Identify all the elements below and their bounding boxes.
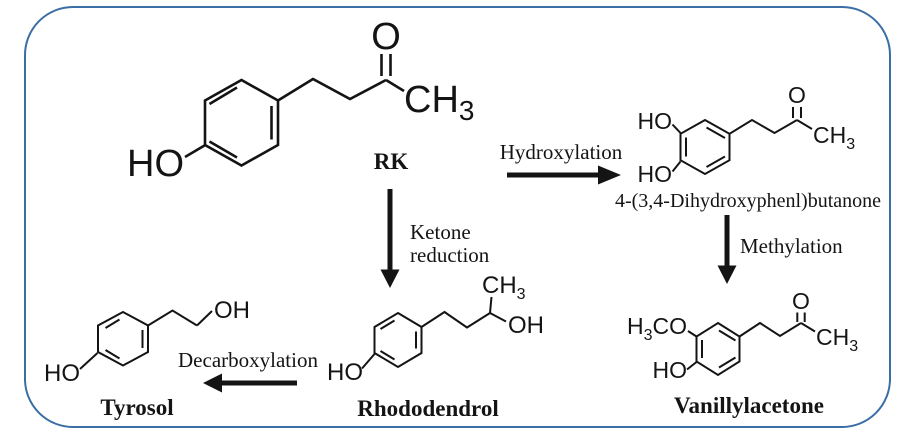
molecule-name-vanillylacetone: Vanillylacetone bbox=[674, 393, 824, 418]
methyl-label: CH3 bbox=[816, 324, 858, 355]
hydroxyl-bottom-label: HO bbox=[638, 161, 673, 187]
methyl-ch: CH bbox=[816, 324, 849, 350]
molecule-name-tyrosol: Tyrosol bbox=[100, 395, 173, 420]
methoxy-co: CO bbox=[653, 313, 688, 339]
bond-lines bbox=[184, 54, 405, 159]
molecule-tyrosol: HO OH Tyrosol bbox=[44, 297, 250, 420]
reaction-label-ketone: Ketone bbox=[410, 220, 471, 244]
arrow-head-left-icon bbox=[203, 373, 222, 393]
hydroxyl-label: HO bbox=[653, 357, 688, 383]
methylation-arrow: Methylation bbox=[717, 215, 843, 284]
methyl-ch: CH bbox=[404, 79, 459, 121]
ketone-oxygen-label: O bbox=[371, 16, 401, 58]
molecule-name-rk: RK bbox=[374, 149, 409, 174]
methyl-subscript: 3 bbox=[849, 338, 858, 355]
benzene-ring bbox=[97, 310, 149, 367]
benzene-ring bbox=[203, 78, 280, 167]
hydroxyl-label: HO bbox=[44, 360, 80, 387]
reaction-label-hydroxylation: Hydroxylation bbox=[500, 140, 623, 164]
methoxy-h: H bbox=[627, 313, 644, 339]
methyl-ch: CH bbox=[813, 122, 846, 148]
alcohol-label: OH bbox=[214, 297, 250, 324]
arrow-head-down-icon bbox=[380, 269, 400, 288]
bond-lines bbox=[79, 309, 213, 370]
hydroxyl-top-label: HO bbox=[638, 108, 673, 134]
alcohol-label: OH bbox=[508, 312, 544, 339]
methyl-label: CH3 bbox=[813, 122, 855, 153]
molecule-dihydroxyphenylbutanone: HO HO O CH3 4-(3,4-Dihydroxyphenl)butano… bbox=[615, 82, 881, 212]
benzene-ring bbox=[679, 118, 731, 176]
hydroxyl-label: HO bbox=[127, 143, 184, 185]
methyl-subscript: 3 bbox=[459, 95, 475, 126]
bond-lines bbox=[361, 296, 507, 370]
reaction-label-decarboxylation: Decarboxylation bbox=[178, 348, 318, 372]
reaction-label-reduction: reduction bbox=[410, 243, 490, 267]
methyl-label: CH3 bbox=[482, 272, 526, 303]
decarboxylation-arrow: Decarboxylation bbox=[178, 348, 318, 393]
arrow-head-right-icon bbox=[598, 165, 621, 185]
methyl-subscript: 3 bbox=[517, 286, 526, 303]
molecule-name-dihydroxyphenylbutanone: 4-(3,4-Dihydroxyphenl)butanone bbox=[615, 190, 881, 212]
hydroxylation-arrow: Hydroxylation bbox=[500, 140, 623, 185]
benzene-ring bbox=[373, 311, 423, 369]
molecule-rk: HO O CH3 RK bbox=[127, 16, 474, 185]
ketone-oxygen-label: O bbox=[788, 82, 806, 108]
ketone-oxygen-label: O bbox=[792, 288, 810, 314]
bond-lines bbox=[671, 107, 813, 173]
methoxy-label: H3CO bbox=[627, 313, 687, 344]
molecule-vanillylacetone: H3CO HO O CH3 Vanillylacetone bbox=[627, 288, 858, 418]
reaction-label-methylation: Methylation bbox=[740, 234, 843, 258]
methyl-label: CH3 bbox=[404, 79, 474, 126]
bond-lines bbox=[686, 312, 816, 371]
double-bond-lines bbox=[701, 329, 737, 369]
methyl-subscript: 3 bbox=[846, 136, 855, 153]
ketone-reduction-arrow: Ketone reduction bbox=[380, 189, 490, 288]
diagram-border bbox=[24, 6, 891, 428]
arrow-head-down-icon bbox=[717, 265, 737, 284]
molecule-name-rhododendrol: Rhododendrol bbox=[357, 396, 498, 421]
double-bond-lines bbox=[379, 319, 417, 361]
hydroxyl-label: HO bbox=[327, 359, 363, 386]
double-bond-lines bbox=[104, 318, 144, 360]
methoxy-subscript: 3 bbox=[644, 327, 653, 344]
methyl-ch: CH bbox=[482, 272, 517, 299]
molecule-rhododendrol: HO CH3 OH Rhododendrol bbox=[327, 272, 544, 421]
double-bond-lines bbox=[685, 126, 726, 168]
double-bond-lines bbox=[208, 86, 273, 159]
